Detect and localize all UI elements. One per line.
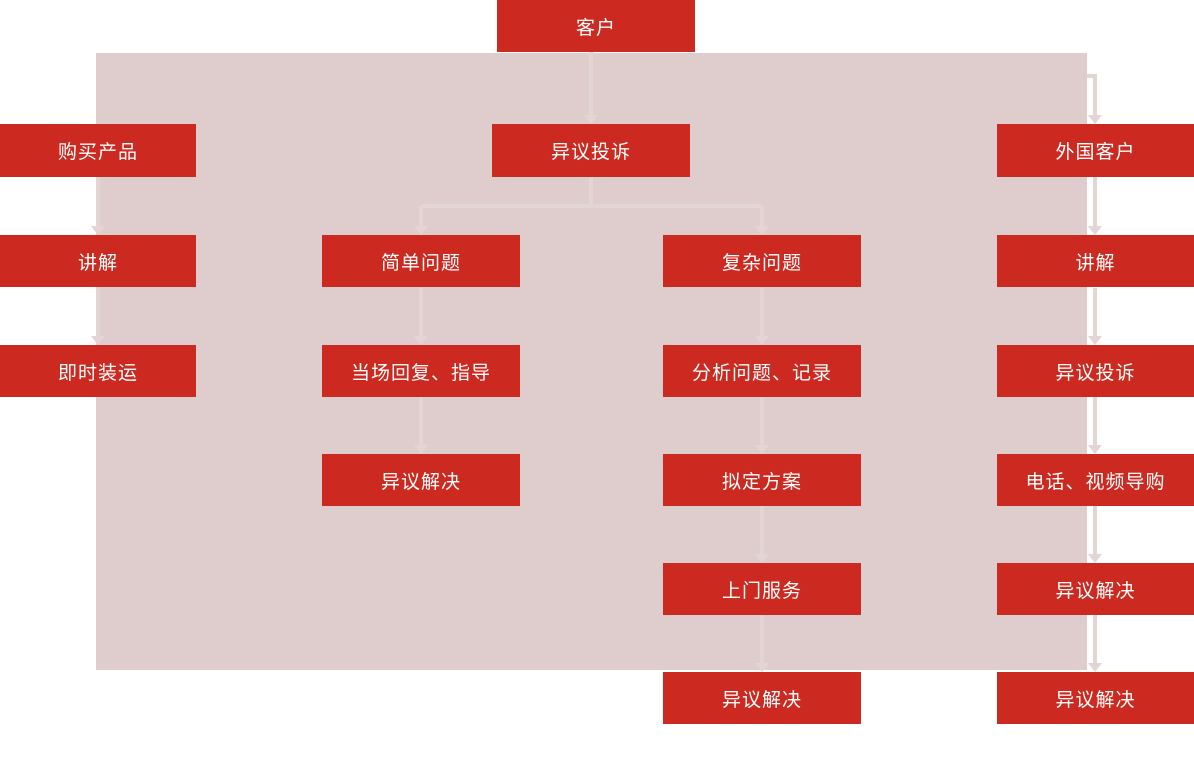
arrowhead-down-icon (91, 336, 105, 345)
connector-line (760, 506, 764, 555)
connector-line (419, 288, 423, 337)
flow-node-objection-resolved-col2: 异议解决 (663, 672, 861, 724)
flow-node-door-to-door-service: 上门服务 (663, 563, 861, 615)
flow-node-objection-complaint: 异议投诉 (492, 124, 690, 177)
connector-line (760, 206, 764, 227)
arrowhead-down-icon (755, 336, 769, 345)
connector-line (1093, 76, 1097, 116)
connector-line (1087, 74, 1097, 78)
connector-line (1093, 288, 1097, 337)
flow-node-objection-resolved-right1: 异议解决 (997, 563, 1194, 615)
arrowhead-down-icon (414, 445, 428, 454)
arrowhead-down-icon (755, 663, 769, 672)
connector-line (419, 397, 423, 446)
arrowhead-down-icon (1088, 445, 1102, 454)
connector-line (419, 206, 423, 227)
flow-node-phone-video-guide: 电话、视频导购 (997, 454, 1194, 506)
flow-node-objection-resolved-right2: 异议解决 (997, 672, 1194, 724)
arrowhead-down-icon (414, 336, 428, 345)
arrowhead-down-icon (1088, 336, 1102, 345)
arrowhead-down-icon (584, 115, 598, 124)
flow-node-objection-complaint-right: 异议投诉 (997, 345, 1194, 397)
flow-node-draft-plan: 拟定方案 (663, 454, 861, 506)
flow-node-analyze-record: 分析问题、记录 (663, 345, 861, 397)
connector-line (96, 177, 100, 227)
flow-node-explain-left: 讲解 (0, 235, 196, 287)
connector-line (1093, 506, 1097, 555)
connector-line (760, 288, 764, 337)
arrowhead-down-icon (1088, 663, 1102, 672)
arrowhead-down-icon (414, 226, 428, 235)
flow-node-foreign-customer: 外国客户 (997, 124, 1194, 177)
connector-line (96, 288, 100, 337)
flow-node-onsite-reply-guidance: 当场回复、指导 (322, 345, 520, 397)
flow-node-objection-resolved-col1: 异议解决 (322, 454, 520, 506)
connector-line (760, 397, 764, 446)
connector-line (1093, 397, 1097, 446)
flow-node-buy-product: 购买产品 (0, 124, 196, 177)
arrowhead-down-icon (755, 445, 769, 454)
connector-line (589, 52, 593, 116)
arrowhead-down-icon (91, 226, 105, 235)
flow-node-complex-problem: 复杂问题 (663, 235, 861, 287)
flow-node-customer: 客户 (497, 0, 695, 52)
flow-node-simple-problem: 简单问题 (322, 235, 520, 287)
arrowhead-down-icon (755, 226, 769, 235)
flow-node-immediate-shipment: 即时装运 (0, 345, 196, 397)
connector-line (1093, 615, 1097, 664)
arrowhead-down-icon (1088, 226, 1102, 235)
connector-line (760, 615, 764, 664)
arrowhead-down-icon (755, 554, 769, 563)
arrowhead-down-icon (1088, 554, 1102, 563)
connector-line (1093, 177, 1097, 227)
connector-line (589, 177, 593, 208)
flow-node-explain-right: 讲解 (997, 235, 1194, 287)
arrowhead-down-icon (1088, 115, 1102, 124)
connector-line (421, 204, 762, 208)
